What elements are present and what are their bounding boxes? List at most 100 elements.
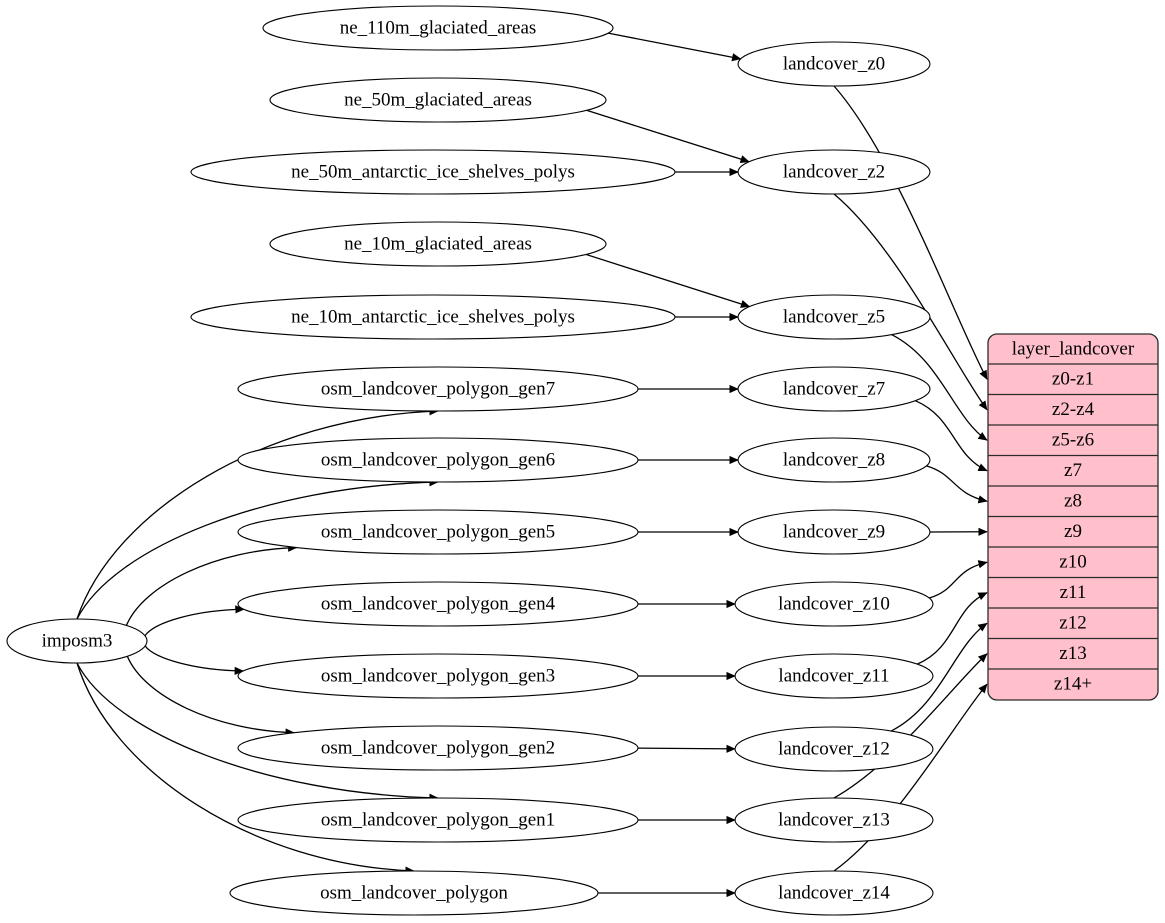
graph-node[interactable]: landcover_z8 xyxy=(737,437,931,483)
edge-imposm3-to-osm_landcover_polygon_gen5 xyxy=(125,543,298,626)
edge-imposm3-to-osm_landcover_polygon_gen6 xyxy=(76,478,439,620)
graph-node[interactable]: ne_50m_antarctic_ice_shelves_polys xyxy=(190,149,676,195)
node-shape xyxy=(190,149,676,195)
graph-node[interactable]: ne_110m_glaciated_areas xyxy=(262,5,614,51)
record-row-z10[interactable]: z10 xyxy=(1059,552,1086,573)
record-row-label: z10 xyxy=(1059,552,1086,573)
edge-imposm3-to-osm_landcover_polygon_gen2 xyxy=(126,656,295,737)
node-label: landcover_z13 xyxy=(778,809,890,830)
node-label: osm_landcover_polygon_gen5 xyxy=(321,521,555,542)
graph-node[interactable]: landcover_z13 xyxy=(734,797,934,843)
node-shape xyxy=(229,870,599,916)
edge-imposm3-to-osm_landcover_polygon xyxy=(76,662,415,875)
record-node-layer_landcover[interactable]: layer_landcover z0-z1 z2-z4 z5-z6 z7 z8 z9 z10 z… xyxy=(987,333,1159,701)
node-shape xyxy=(237,509,639,555)
record-row-label: z12 xyxy=(1059,613,1086,634)
graph-node[interactable]: landcover_z7 xyxy=(737,366,931,412)
record-row-label: z9 xyxy=(1064,521,1082,542)
record-row-label: z11 xyxy=(1060,582,1087,603)
node-label: landcover_z9 xyxy=(783,521,885,542)
graph-node[interactable]: ne_10m_antarctic_ice_shelves_polys xyxy=(190,294,676,340)
edge-ne_10m_glaciated_areas-to-landcover_z5 xyxy=(585,253,751,308)
edge-landcover_z7-to-z7 xyxy=(915,400,988,472)
record-row-z12[interactable]: z12 xyxy=(1059,613,1086,634)
node-label: landcover_z0 xyxy=(783,53,885,74)
graph-node[interactable]: landcover_z9 xyxy=(737,509,931,555)
node-shape xyxy=(737,294,931,340)
node-shape xyxy=(237,725,639,771)
graph-node[interactable]: landcover_z10 xyxy=(734,581,934,627)
node-shape xyxy=(737,509,931,555)
graph-node[interactable]: landcover_z0 xyxy=(737,41,931,87)
node-shape xyxy=(237,653,639,699)
graph-node[interactable]: osm_landcover_polygon_gen1 xyxy=(237,797,639,843)
graph-node[interactable]: landcover_z2 xyxy=(737,149,931,195)
graph-node[interactable]: osm_landcover_polygon_gen5 xyxy=(237,509,639,555)
graph-node[interactable]: osm_landcover_polygon_gen7 xyxy=(237,366,639,412)
record-row-z7[interactable]: z7 xyxy=(1064,460,1082,481)
node-label: ne_10m_glaciated_areas xyxy=(344,233,532,254)
node-shape xyxy=(737,149,931,195)
record-row-z8[interactable]: z8 xyxy=(1064,491,1082,512)
record-row-label: z13 xyxy=(1059,643,1086,664)
graph-node[interactable]: osm_landcover_polygon xyxy=(229,870,599,916)
node-label: imposm3 xyxy=(42,630,113,651)
node-shape xyxy=(734,797,934,843)
edge-ne_110m_glaciated_areas-to-landcover_z0 xyxy=(608,32,742,62)
edge-landcover_z0-to-z0-z1 xyxy=(833,85,988,380)
graph-node[interactable]: osm_landcover_polygon_gen3 xyxy=(237,653,639,699)
graph-node[interactable]: landcover_z5 xyxy=(737,294,931,340)
node-label: ne_50m_antarctic_ice_shelves_polys xyxy=(291,161,575,182)
node-label: osm_landcover_polygon_gen7 xyxy=(321,378,555,399)
edge-landcover_z13-to-z13 xyxy=(833,653,988,799)
edge-landcover_z2-to-z2-z4 xyxy=(833,193,988,411)
graph-node[interactable]: osm_landcover_polygon_gen6 xyxy=(237,437,639,483)
node-label: osm_landcover_polygon_gen1 xyxy=(321,809,555,830)
record-row-label: z14+ xyxy=(1054,674,1092,695)
graph-node[interactable]: ne_50m_glaciated_areas xyxy=(269,77,607,123)
node-label: osm_landcover_polygon_gen3 xyxy=(321,665,555,686)
edge-imposm3-to-osm_landcover_polygon_gen7 xyxy=(76,407,439,620)
nodes-layer: imposm3 ne_110m_glaciated_areas ne_50m_gla… xyxy=(6,5,934,916)
graph-node[interactable]: landcover_z12 xyxy=(734,726,934,772)
record-row-z13[interactable]: z13 xyxy=(1059,643,1086,664)
node-label: ne_110m_glaciated_areas xyxy=(340,17,537,38)
record-row-z0-z1[interactable]: z0-z1 xyxy=(1052,369,1094,390)
record-row-z2-z4[interactable]: z2-z4 xyxy=(1052,399,1095,420)
edge-imposm3-to-osm_landcover_polygon_gen3 xyxy=(144,645,244,675)
graph-node[interactable]: landcover_z11 xyxy=(734,653,934,699)
node-shape xyxy=(269,77,607,123)
edge-osm_landcover_polygon_gen2-to-landcover_z12 xyxy=(637,744,736,753)
record-row-z11[interactable]: z11 xyxy=(1060,582,1087,603)
edge-landcover_z8-to-z8 xyxy=(926,465,988,504)
graph-node[interactable]: landcover_z14 xyxy=(734,870,934,916)
graph-node[interactable]: osm_landcover_polygon_gen4 xyxy=(237,581,639,627)
node-shape xyxy=(734,581,934,627)
edge-landcover_z10-to-z10 xyxy=(929,560,988,599)
edge-landcover_z12-to-z12 xyxy=(890,622,988,732)
record-row-label: z8 xyxy=(1064,491,1082,512)
edge-ne_50m_glaciated_areas-to-landcover_z2 xyxy=(586,109,750,164)
graph-node[interactable]: osm_landcover_polygon_gen2 xyxy=(237,725,639,771)
graph-node[interactable]: ne_10m_glaciated_areas xyxy=(269,221,607,267)
record-row-z9[interactable]: z9 xyxy=(1064,521,1082,542)
record-row-label: z5-z6 xyxy=(1052,430,1094,451)
edge-landcover_z11-to-z11 xyxy=(917,592,988,665)
node-label: landcover_z8 xyxy=(783,449,885,470)
graph-node[interactable]: imposm3 xyxy=(6,618,148,664)
edges-layer xyxy=(76,32,988,898)
record-row-z14+[interactable]: z14+ xyxy=(1054,674,1092,695)
record-title: layer_landcover xyxy=(1012,338,1135,359)
node-label: landcover_z5 xyxy=(783,306,885,327)
node-label: landcover_z14 xyxy=(778,882,890,903)
node-label: landcover_z2 xyxy=(783,161,885,182)
node-label: osm_landcover_polygon xyxy=(320,882,508,903)
node-shape xyxy=(734,726,934,772)
record-row-z5-z6[interactable]: z5-z6 xyxy=(1052,430,1094,451)
record-node-layer: layer_landcover z0-z1 z2-z4 z5-z6 z7 z8 z9 z10 z… xyxy=(987,333,1159,701)
record-row-label: z7 xyxy=(1064,460,1082,481)
node-label: osm_landcover_polygon_gen4 xyxy=(321,593,556,614)
node-shape xyxy=(737,366,931,412)
edge-landcover_z14-to-z14+ xyxy=(833,683,988,872)
